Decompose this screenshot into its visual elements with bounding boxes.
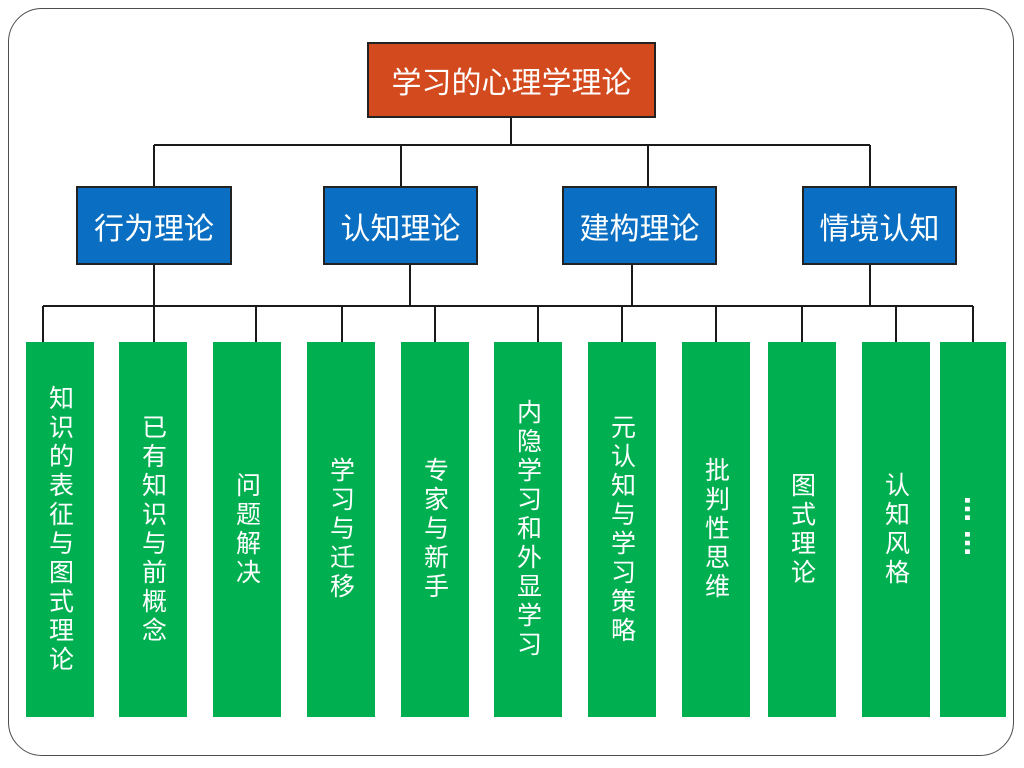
topic-label: 图式理论 (787, 471, 817, 588)
category-node-cognitive: 认知理论 (323, 186, 478, 265)
topic-label: 认知风格 (881, 471, 911, 588)
topic-label: 问题解决 (232, 471, 262, 588)
topic-label: 元认知与学习策略 (607, 413, 637, 646)
topic-node: 图式理论 (768, 342, 836, 717)
category-label: 情境认知 (819, 211, 940, 247)
topic-label: 批判性思维 (701, 457, 731, 602)
topic-node-more: …… (940, 342, 1006, 717)
category-node-situated: 情境认知 (802, 186, 957, 265)
topic-node: 内隐学习和外显学习 (494, 342, 562, 717)
topic-node: 问题解决 (213, 342, 281, 717)
topic-node: 认知风格 (862, 342, 930, 717)
ellipsis-label: …… (958, 495, 988, 564)
topic-node: 已有知识与前概念 (119, 342, 187, 717)
topic-node: 知识的表征与图式理论 (26, 342, 94, 717)
category-label: 建构理论 (579, 211, 700, 247)
root-node-label: 学习的心理学理论 (391, 66, 632, 101)
topic-label: 内隐学习和外显学习 (513, 399, 543, 660)
root-node: 学习的心理学理论 (367, 42, 656, 118)
topic-label: 学习与迁移 (326, 457, 356, 602)
topic-label: 专家与新手 (420, 457, 450, 602)
topic-label: 知识的表征与图式理论 (45, 384, 75, 675)
category-label: 认知理论 (340, 211, 461, 247)
slide-frame (8, 8, 1014, 756)
category-node-behavior: 行为理论 (76, 186, 232, 265)
category-label: 行为理论 (94, 211, 214, 247)
topic-node: 批判性思维 (682, 342, 750, 717)
category-node-constructivism: 建构理论 (562, 186, 717, 265)
topic-node: 学习与迁移 (307, 342, 375, 717)
topic-label: 已有知识与前概念 (138, 413, 168, 646)
topic-node: 元认知与学习策略 (588, 342, 656, 717)
topic-node: 专家与新手 (401, 342, 469, 717)
